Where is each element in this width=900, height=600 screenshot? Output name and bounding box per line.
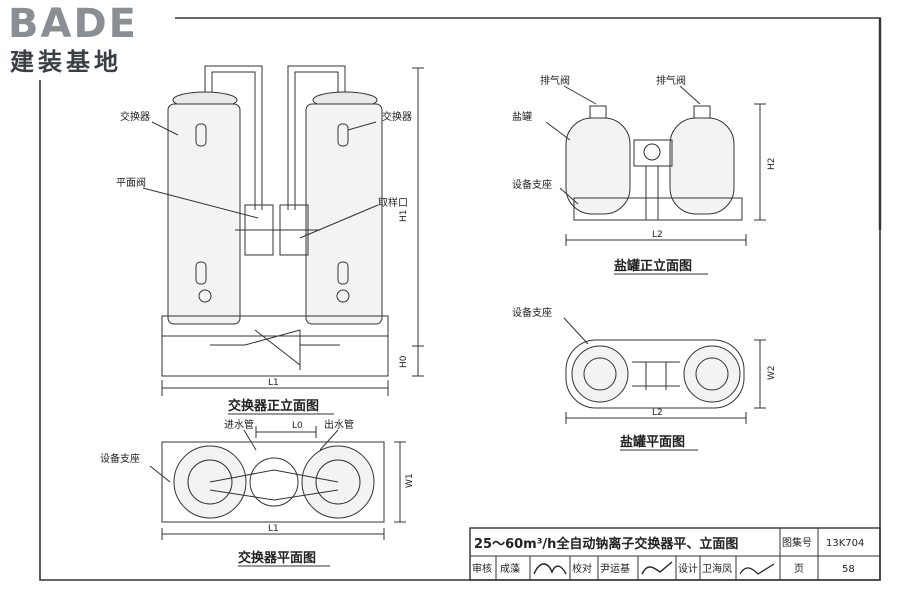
brand-logo: BADE bbox=[8, 1, 138, 47]
brand-logo-subtitle: 建装基地 bbox=[10, 48, 122, 76]
dim-l1-elevation: L1 bbox=[268, 378, 279, 388]
dim-h0: H0 bbox=[399, 355, 409, 368]
signature-designer bbox=[739, 563, 775, 575]
atlas-number-label: 图集号 bbox=[782, 536, 812, 549]
signature-reviewer bbox=[533, 563, 567, 575]
dim-w2: W2 bbox=[767, 365, 777, 380]
exchanger-elevation-drawing bbox=[142, 65, 424, 396]
vent-valve-left-label: 排气阀 bbox=[540, 74, 570, 87]
check-label: 校对 bbox=[572, 562, 592, 575]
exchanger-right-label: 交换器 bbox=[382, 110, 412, 123]
exchanger-left-label: 交换器 bbox=[120, 110, 150, 123]
design-name: 卫海凤 bbox=[702, 562, 732, 575]
outlet-pipe-label: 出水管 bbox=[324, 418, 354, 431]
title-block-grid bbox=[469, 527, 881, 581]
dim-h2: H2 bbox=[767, 158, 777, 171]
exchanger-plan-caption: 交换器平面图 bbox=[238, 550, 316, 566]
salt-plan-support-label: 设备支座 bbox=[512, 306, 552, 319]
salt-tank-label: 盐罐 bbox=[512, 110, 532, 123]
atlas-number: 13K704 bbox=[826, 538, 864, 549]
sheet-border bbox=[39, 17, 882, 581]
page-number: 58 bbox=[842, 564, 855, 575]
exchanger-elevation-caption: 交换器正立面图 bbox=[228, 398, 319, 414]
signature-checker bbox=[641, 561, 673, 575]
salt-support-label: 设备支座 bbox=[512, 178, 552, 191]
vent-valve-right-label: 排气阀 bbox=[656, 74, 686, 87]
dim-w1: W1 bbox=[405, 473, 415, 488]
drawing-title: 25～60m³/h全自动钠离子交换器平、立面图 bbox=[474, 536, 738, 552]
review-name: 成藻 bbox=[500, 562, 520, 575]
salt-elevation-caption: 盐罐正立面图 bbox=[614, 258, 692, 274]
valve-label: 平面阀 bbox=[116, 176, 146, 189]
exchanger-support-label: 设备支座 bbox=[100, 452, 140, 465]
sampling-port-label: 取样口 bbox=[378, 196, 408, 209]
review-label: 审核 bbox=[472, 562, 492, 575]
salt-tank-elevation-drawing bbox=[545, 85, 766, 246]
page-label: 页 bbox=[794, 563, 804, 575]
exchanger-plan-drawing bbox=[149, 426, 406, 540]
dim-l1-plan: L1 bbox=[268, 524, 279, 534]
dim-l2-plan: L2 bbox=[652, 408, 663, 418]
dim-h1: H1 bbox=[399, 210, 409, 223]
check-name: 尹运基 bbox=[600, 562, 630, 575]
inlet-pipe-label: 进水管 bbox=[224, 418, 254, 431]
salt-tank-plan-drawing bbox=[563, 317, 766, 424]
dim-l0: L0 bbox=[292, 421, 303, 431]
salt-plan-caption: 盐罐平面图 bbox=[620, 434, 685, 450]
dim-l2-elevation: L2 bbox=[652, 230, 663, 240]
design-label: 设计 bbox=[678, 562, 698, 575]
